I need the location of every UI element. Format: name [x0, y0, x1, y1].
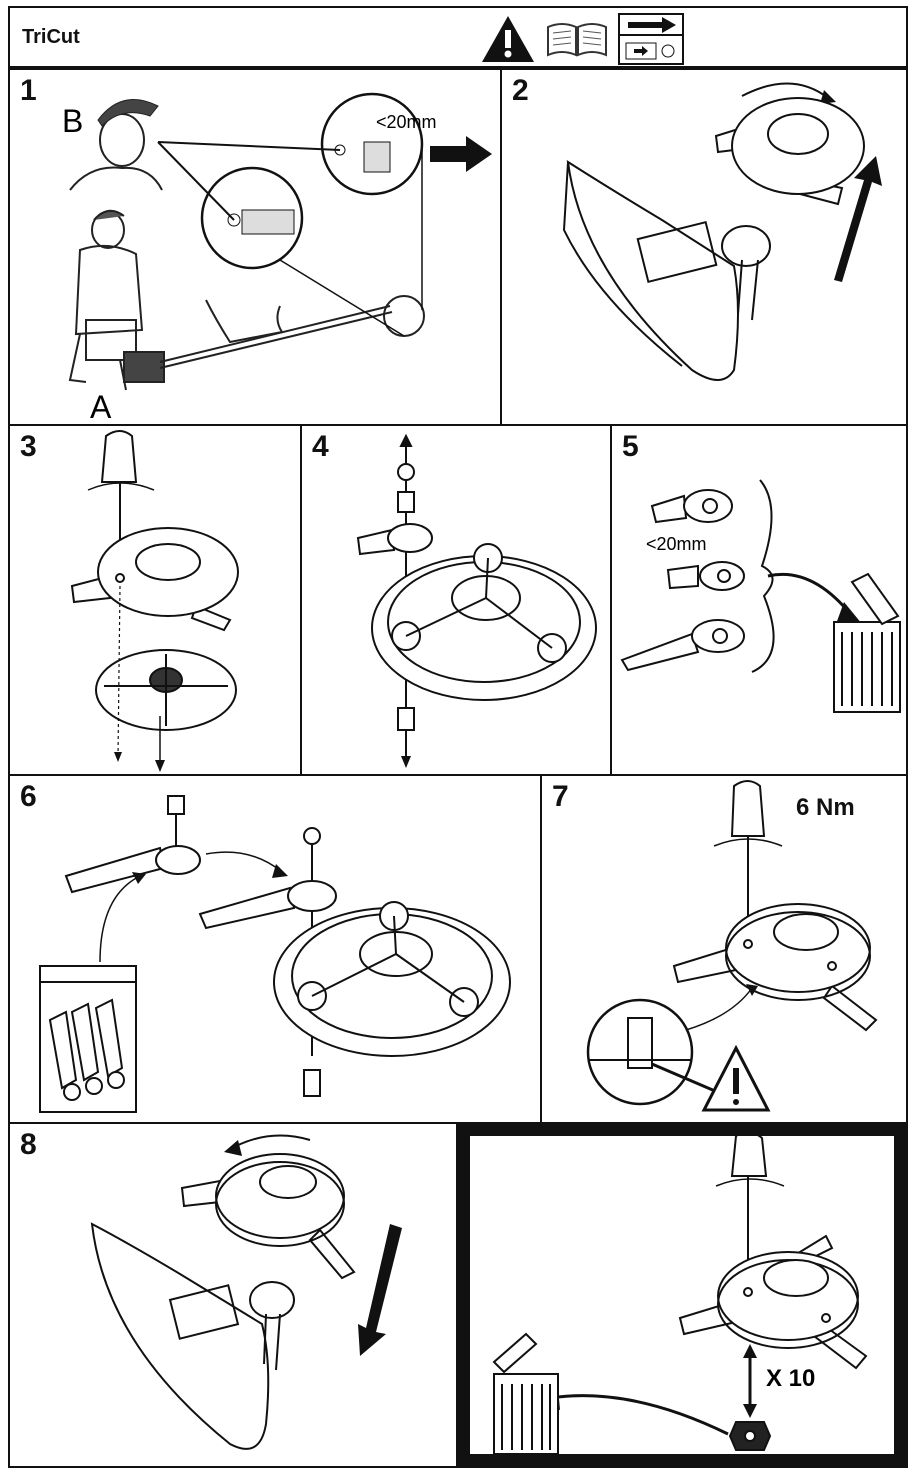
step-4-panel: 4: [300, 424, 612, 776]
screwdriver-icon: [100, 430, 138, 576]
step-6-illustration: [39, 795, 511, 1113]
step-number: 1: [20, 74, 37, 107]
header-icons: [480, 12, 684, 66]
step-number: 7: [552, 780, 569, 813]
trimmer-tool: [159, 295, 425, 369]
page-title: TriCut: [22, 26, 80, 48]
trimmer-guard: [90, 1222, 295, 1450]
assembled-blade-head: [678, 1234, 868, 1370]
warning-icon: [482, 16, 534, 62]
step-9-illustration: X 10: [492, 1136, 868, 1454]
step-2-illustration: [562, 82, 882, 381]
step-6-panel: 6: [8, 774, 542, 1124]
step-1-panel: 1 B A: [8, 68, 502, 426]
blade-holder-disc: [371, 543, 597, 701]
operator-a-figure: [68, 209, 165, 391]
manual-book-icon: [547, 23, 607, 57]
worn-blade-1: [650, 489, 733, 524]
blade-disc: [714, 97, 865, 206]
step-number: 3: [20, 430, 37, 463]
arrow-instruction-icon: [618, 13, 684, 65]
trash-bin-icon: [492, 1332, 559, 1454]
blade-kit-bag-icon: [39, 965, 137, 1113]
step-number: 5: [622, 430, 639, 463]
step-8-illustration: [90, 1134, 402, 1450]
step-number: 8: [20, 1128, 37, 1161]
step-number: 4: [312, 430, 329, 463]
step-5-panel: 5 <20mm: [610, 424, 908, 776]
blade-disc: [180, 1153, 356, 1280]
blade-disc-bottom: [95, 649, 237, 731]
trimmer-guard: [562, 160, 771, 381]
step-8-panel: 8: [8, 1122, 458, 1468]
header-bar: TriCut: [8, 6, 908, 68]
trash-bin-icon: [833, 572, 901, 713]
blade-holder-disc: [273, 901, 511, 1057]
times-label: X 10: [766, 1365, 815, 1392]
label-b: B: [62, 103, 83, 139]
torque-label: 6 Nm: [796, 794, 855, 821]
step-number: 6: [20, 780, 37, 813]
step-4-illustration: [356, 433, 597, 768]
nut-icon: [728, 1421, 772, 1451]
worn-blade-3: [620, 619, 745, 672]
step-1-illustration: B A: [62, 92, 492, 424]
arrow-right-icon: [430, 136, 492, 172]
step-2-panel: 2: [500, 68, 908, 426]
measure-label: <20mm: [376, 112, 437, 132]
arrow-down-icon: [358, 1224, 402, 1356]
step-number: 2: [512, 74, 529, 107]
arrow-up-icon: [834, 156, 882, 282]
step-3-panel: 3: [8, 424, 302, 776]
assembled-blade-head: [672, 903, 878, 1032]
step-3-illustration: [70, 430, 239, 772]
label-a: A: [90, 389, 112, 424]
worn-blade-2: [666, 561, 745, 591]
measure-label: <20mm: [646, 534, 707, 554]
step-7-illustration: [586, 780, 878, 1112]
step-5-illustration: <20mm: [620, 479, 901, 713]
step-7-panel: 7 6 Nm: [540, 774, 908, 1124]
blade-disc-top: [70, 527, 239, 632]
step-9-panel: X 10: [456, 1122, 908, 1468]
